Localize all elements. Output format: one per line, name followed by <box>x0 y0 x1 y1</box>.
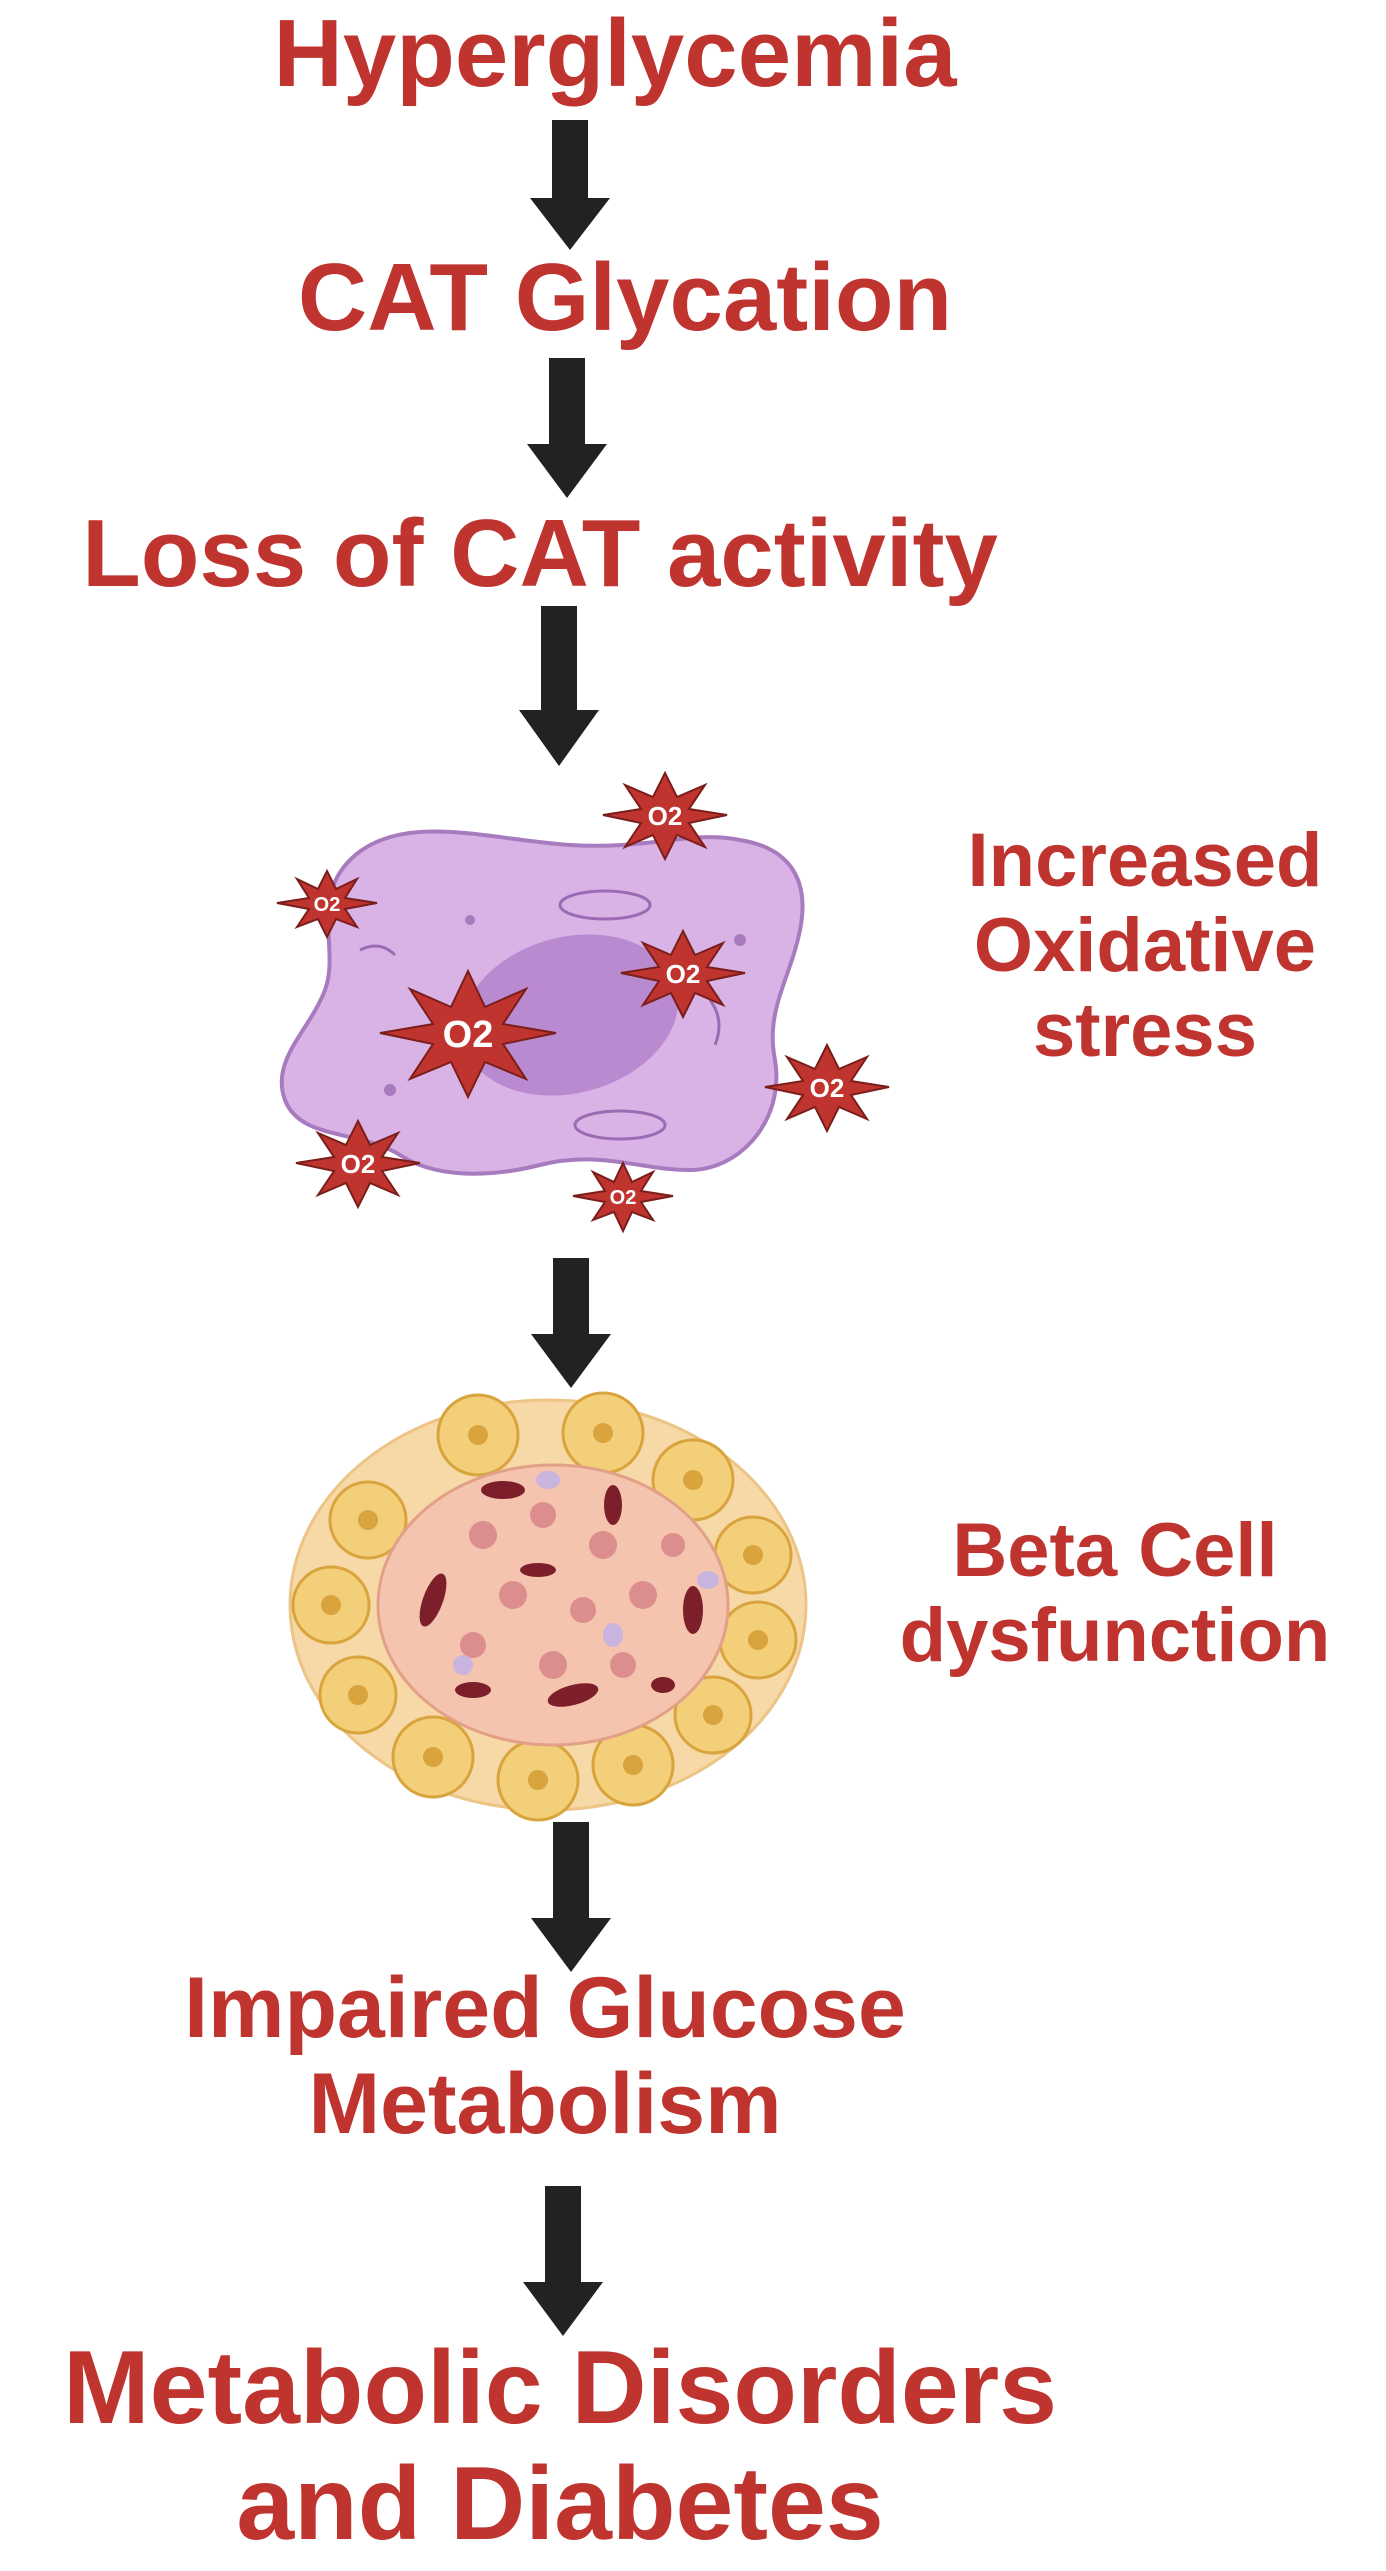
side-label-line: dysfunction <box>899 1593 1331 1679</box>
arrow-down-icon <box>531 1258 611 1388</box>
ros-star-icon: O2 <box>572 1160 674 1234</box>
oxidative-cell-illustration <box>279 829 805 1176</box>
ros-star-icon: O2 <box>295 1118 421 1210</box>
side-label-line: stress <box>1033 988 1257 1074</box>
step-line: Impaired Glucose <box>184 1960 906 2056</box>
arrow-down-icon <box>531 1822 611 1972</box>
side-label-oxidative-stress: Increased Oxidative stress <box>905 818 1385 1073</box>
step-loss-cat-activity: Loss of CAT activity <box>82 500 998 607</box>
ros-star-icon: O2 <box>620 928 746 1020</box>
side-label-line: Oxidative <box>973 903 1317 989</box>
nucleus-icon <box>461 934 679 1096</box>
ros-star-icon: O2 <box>764 1042 890 1134</box>
side-label-line: Increased <box>967 818 1323 903</box>
side-label-line: Beta Cell <box>952 1508 1278 1593</box>
arrow-down-icon <box>523 2186 603 2336</box>
step-hyperglycemia: Hyperglycemia <box>273 0 957 107</box>
ros-label: O2 <box>610 1187 637 1209</box>
step-line: Metabolic Disorders <box>62 2330 1058 2446</box>
step-line: and Diabetes <box>236 2446 884 2563</box>
arrow-down-icon <box>530 120 610 250</box>
ros-star-icon: O2 <box>602 770 728 862</box>
step-impaired-glucose-metabolism: Impaired Glucose Metabolism <box>0 1960 1090 2153</box>
arrow-down-icon <box>527 358 607 498</box>
arrow-down-icon <box>519 606 599 766</box>
ros-label: O2 <box>443 1014 494 1056</box>
step-line: Metabolism <box>308 2056 782 2153</box>
ros-label: O2 <box>341 1149 376 1179</box>
ros-label: O2 <box>648 801 683 831</box>
ros-star-icon: O2 <box>379 968 557 1100</box>
ros-label: O2 <box>810 1073 845 1103</box>
ros-label: O2 <box>314 894 341 916</box>
step-cat-glycation: CAT Glycation <box>297 244 953 351</box>
step-metabolic-disorders-diabetes: Metabolic Disorders and Diabetes <box>0 2330 1120 2563</box>
side-label-beta-cell-dysfunction: Beta Cell dysfunction <box>855 1508 1375 1678</box>
ros-star-icon: O2 <box>276 868 378 940</box>
ros-label: O2 <box>666 959 701 989</box>
pancreatic-islet-illustration <box>288 1391 808 1822</box>
